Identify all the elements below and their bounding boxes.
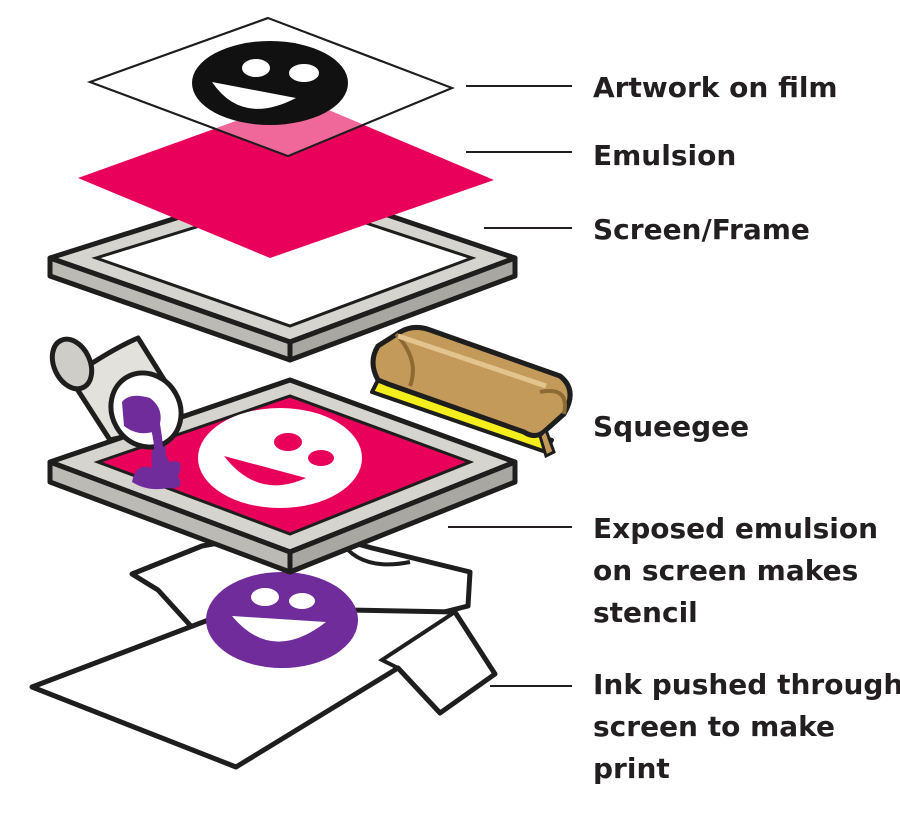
- label-screen-frame: Screen/Frame: [593, 213, 810, 246]
- printed-smiley-icon: [206, 572, 358, 668]
- emulsion-sheet: [78, 98, 494, 258]
- label-squeegee: Squeegee: [593, 410, 750, 443]
- squeegee: [370, 324, 573, 459]
- label-ink-pushed-through: Ink pushed through screen to make print: [593, 668, 900, 785]
- leader-lines: [448, 85, 572, 687]
- label-exposed-emulsion: Exposed emulsion on screen makes stencil: [593, 512, 879, 629]
- ink-bucket: [49, 335, 184, 472]
- label-artwork-on-film: Artwork on film: [593, 71, 838, 104]
- label-emulsion: Emulsion: [593, 139, 737, 172]
- stencil-smiley-icon: [198, 408, 362, 508]
- artwork-smiley-icon: [192, 41, 348, 125]
- tshirt: [29, 525, 498, 770]
- screen-frame: [47, 179, 518, 363]
